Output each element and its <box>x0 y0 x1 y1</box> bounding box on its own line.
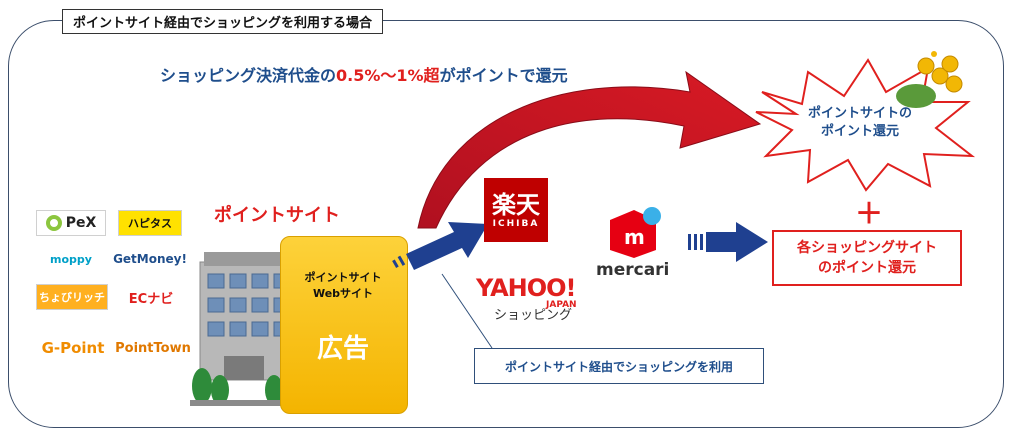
burst-text: ポイントサイトの ポイント還元 <box>807 106 912 139</box>
logo-ecnavi: ECナビ <box>118 284 184 310</box>
plus-sign: ＋ <box>855 197 884 230</box>
logo-yahoo-shopping: ショッピング <box>494 308 573 323</box>
pex-ring-icon <box>45 215 62 231</box>
logo-chobirich: ちょびリッチ <box>36 284 108 310</box>
diagram-title: ポイントサイト経由でショッピングを利用する場合 <box>62 9 384 34</box>
mercari-cube-icon: m <box>610 207 661 258</box>
callout-box: ポイントサイト経由でショッピングを利用 <box>474 348 764 384</box>
callout-connector <box>441 273 493 349</box>
logo-mercari-text: mercari <box>596 260 670 280</box>
headline: ショッピング決済代金の0.5%〜1%超がポイントで還元 <box>160 62 568 86</box>
logo-yahoo-japan: JAPAN <box>546 300 577 310</box>
arrow-to-shop-return-icon <box>688 222 768 262</box>
headline-part1: ショッピング決済代金の <box>160 66 337 85</box>
diagram-frame <box>8 20 1004 428</box>
building-icon <box>190 252 300 406</box>
logo-pointtown: PointTown <box>115 336 191 360</box>
svg-text:m: m <box>624 225 645 249</box>
coins-wallet-icon <box>896 51 963 108</box>
logo-rakuten: 楽天 ICHIBA <box>484 178 548 242</box>
shop-return-box: 各ショッピングサイト のポイント還元 <box>772 230 962 286</box>
logo-hapitas: ハピタス <box>118 210 182 236</box>
logo-gpoint: G-Point <box>40 336 106 360</box>
logo-moppy: moppy <box>36 248 106 270</box>
logo-yahoo: YAHOO! <box>476 274 576 302</box>
point-site-label: ポイントサイト <box>214 205 340 226</box>
ad-panel <box>280 236 408 414</box>
ad-panel-subtitle: ポイントサイト Webサイト <box>304 271 382 300</box>
logo-getmoney: GetMoney! <box>113 248 187 270</box>
ad-panel-main: 広告 <box>316 334 369 364</box>
logo-pex: PeX <box>36 210 106 236</box>
headline-part3: がポイントで還元 <box>439 66 568 85</box>
arrow-to-shops-icon <box>392 222 488 270</box>
headline-highlight: 0.5%〜1%超 <box>336 66 440 85</box>
